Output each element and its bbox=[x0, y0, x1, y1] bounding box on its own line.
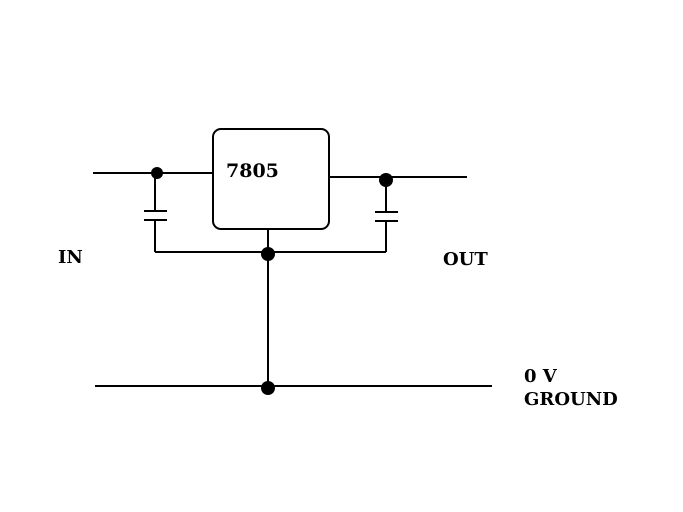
ground-rail-junction-dot bbox=[261, 381, 275, 395]
ground-label: GROUND bbox=[524, 389, 618, 410]
ground-bus-junction-dot bbox=[261, 247, 275, 261]
input-capacitor bbox=[144, 173, 167, 252]
component-label: 7805 bbox=[226, 160, 279, 182]
regulator-box bbox=[212, 128, 330, 230]
input-label: IN bbox=[58, 247, 83, 268]
output-capacitor bbox=[375, 177, 398, 252]
ground-voltage-label: 0 V bbox=[524, 366, 558, 387]
output-label: OUT bbox=[443, 249, 488, 270]
input-junction-dot bbox=[151, 167, 163, 179]
output-junction-dot bbox=[379, 173, 393, 187]
